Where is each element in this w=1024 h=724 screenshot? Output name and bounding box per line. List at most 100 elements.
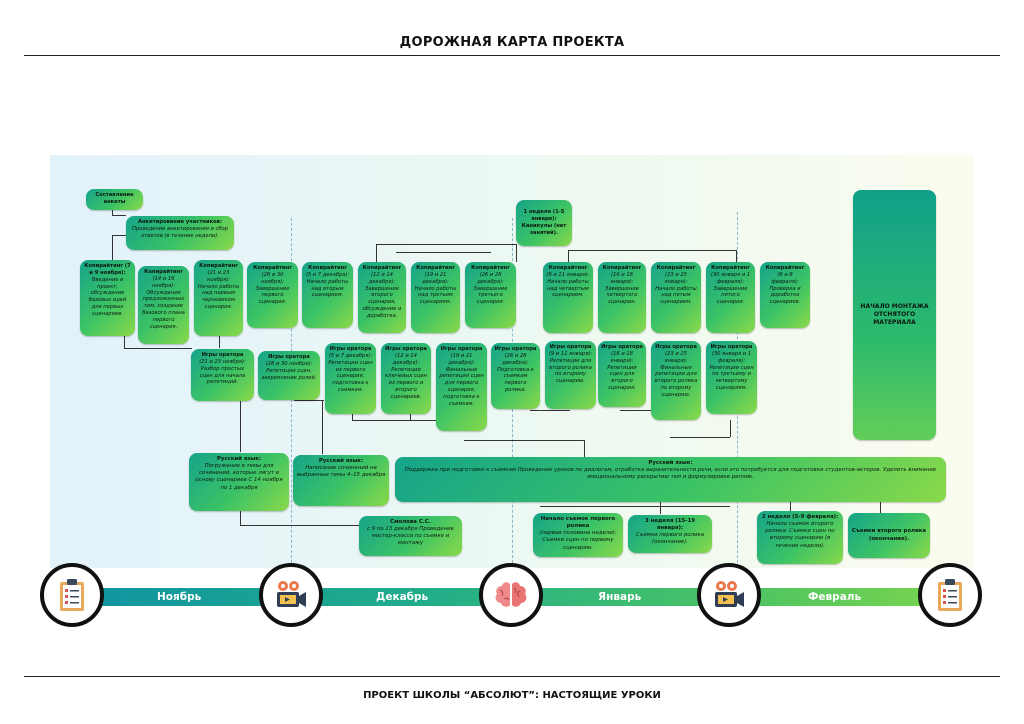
box-games-5: Игры оратора(19 и 21 декабря): Финальные… (436, 343, 487, 431)
box-title: 3 неделя (15-19 января): (644, 518, 695, 532)
connector (322, 400, 323, 454)
connector (124, 334, 125, 348)
box-title: Игры оратора (655, 344, 697, 350)
box-week2-february: 2 неделя (5-9 февраля):Начало съемок вто… (757, 511, 843, 564)
box-title: Составление анкеты (95, 192, 134, 205)
box-title: Игры оратора (710, 344, 753, 350)
box-desc: (28 и 30 ноября): Завершение первого сце… (255, 271, 290, 306)
box-smolova: Смолова С.С.с 9 по 13 декабря Проведение… (359, 516, 462, 556)
box-desc: (19 и 21 декабря): Финальные репетиции с… (439, 352, 484, 407)
box-title: Игры оратора (440, 346, 483, 352)
box-desc: (первая половина недели): Съемки сцен по… (539, 530, 617, 551)
box-title: Игры оратора (601, 344, 643, 350)
box-copywriting-7: Копирайтинг(19 и 21 декабря): Начало раб… (411, 262, 460, 333)
box-desc: (12 и 14 декабря): Репетиции ключевых сц… (385, 352, 427, 401)
box-title: Копирайтинг (416, 265, 455, 271)
box-week3-january: 3 неделя (15-19 января):Съемки первого р… (628, 515, 712, 553)
connector (790, 500, 791, 514)
footer-title: ПРОЕКТ ШКОЛЫ “АБСОЛЮТ”: НАСТОЯЩИЕ УРОКИ (363, 690, 661, 701)
month-label-november: Ноябрь (157, 591, 202, 603)
connector (568, 250, 736, 251)
connector (730, 420, 731, 437)
box-title: Копирайтинг (7 и 9 ноября): (84, 263, 131, 276)
connector (112, 209, 113, 216)
box-desc: (16 и 18 января): Репетиции сцен для вто… (607, 350, 637, 392)
box-holiday: 1 неделя (1-5 января): Каникулы (нет зан… (516, 200, 572, 246)
box-title: Копирайтинг (656, 265, 696, 271)
box-title: Копирайтинг (602, 265, 642, 271)
box-copywriting-11: Копирайтинг(23 и 25 января): Начало рабо… (651, 262, 701, 333)
timeline-node-4 (697, 563, 761, 627)
timeline-node-2 (259, 563, 323, 627)
box-desc: (16 и 18 января): Завершение четвертого … (605, 271, 639, 306)
connector (352, 420, 452, 421)
header-divider (24, 55, 1000, 56)
box-title: Копирайтинг (253, 265, 292, 271)
connector (240, 400, 241, 452)
box-desc: (21 и 23 ноября): Начало работы над перв… (197, 269, 240, 311)
box-copywriting-12: Копирайтинг(30 января и 1 февраля): Заве… (706, 262, 755, 333)
connector (352, 412, 353, 420)
box-title: Русский язык: (648, 460, 693, 466)
box-title: Смолова С.С. (390, 519, 431, 525)
connector (568, 250, 569, 262)
box-desc: (9 и 11 января): Репетиции для второго р… (548, 350, 593, 385)
box-desc: Написание сочинений на выбранные темы 4–… (296, 465, 386, 479)
box-title: Игры оратора (549, 344, 592, 350)
box-desc: Съемки первого ролика (окончание). (635, 532, 705, 546)
box-title: Русский язык: (216, 456, 262, 462)
box-copywriting-4: Копирайтинг(28 и 30 ноября): Завершение … (247, 262, 298, 328)
box-russian-2: Русский язык:Написание сочинений на выбр… (293, 455, 389, 506)
box-desc: Поддержка при подготовке к съемкам Прове… (404, 467, 937, 481)
box-shoot-second: Съемки второго ролика (окончание). (848, 513, 930, 558)
box-title: Копирайтинг (765, 265, 805, 271)
box-copywriting-5: Копирайтинг(5 и 7 декабря): Начало работ… (302, 262, 353, 328)
connector (540, 506, 730, 507)
footer-divider (24, 676, 1000, 677)
box-title: Игры оратора (268, 354, 310, 360)
box-title: Копирайтинг (144, 269, 183, 275)
box-desc: с 9 по 13 декабря Проведение мастер-клас… (367, 526, 454, 547)
connector (240, 525, 360, 526)
connector (410, 412, 411, 420)
box-survey: Составление анкеты (86, 189, 143, 210)
box-shoot-first: Начало съемок первого ролика(первая поло… (533, 513, 623, 557)
connector (516, 244, 517, 262)
box-desc: (5 и 7 декабря): Начало работы над вторы… (305, 271, 350, 299)
box-desc: (30 января и 1 февраля): Завершение пято… (710, 271, 751, 306)
month-label-february: Февраль (808, 591, 862, 603)
box-desc: Проведение анкетирования и сбор ответов … (131, 225, 229, 239)
video-camera-icon (277, 581, 306, 607)
box-desc: (23 и 25 января): Финальные репетиции дл… (654, 350, 698, 399)
box-copywriting-9: Копирайтинг(9 и 11 января): Начало работ… (543, 262, 593, 333)
box-title: Игры оратора (329, 346, 372, 352)
connector (880, 500, 881, 514)
month-label-december: Декабрь (376, 591, 429, 603)
connector (112, 235, 126, 236)
box-russian-3: Русский язык:Поддержка при подготовке к … (395, 457, 946, 502)
page-title: ДОРОЖНАЯ КАРТА ПРОЕКТА (399, 35, 625, 50)
box-desc: (5 и 7 декабря): Репетиции сцен из перво… (328, 352, 373, 394)
box-desc: (23 и 25 января): Начало работы над пяты… (655, 271, 697, 306)
connector (112, 215, 126, 216)
video-camera-icon (715, 581, 744, 607)
box-title: 1 неделя (1-5 января): Каникулы (нет зан… (521, 209, 567, 236)
connector (660, 500, 661, 514)
box-games-9: Игры оратора(23 и 25 января): Финальные … (651, 341, 701, 420)
box-title: Копирайтинг (362, 265, 402, 271)
box-title: Начало съемок первого ролика (540, 516, 616, 530)
box-title: Копирайтинг (199, 263, 238, 269)
box-desc: Погружение в темы для сочинений, которые… (195, 463, 283, 491)
box-games-10: Игры оратора(30 января и 1 февраля): Реп… (706, 341, 757, 414)
box-desc: (28 и 30 ноября): Репетиции сцен, закреп… (261, 360, 317, 381)
connector (584, 440, 585, 458)
box-title: Копирайтинг (471, 265, 510, 271)
box-desc: (26 и 28 декабря): Подготовка к съемкам … (497, 352, 534, 394)
connector (219, 334, 220, 348)
box-title: Русский язык: (318, 458, 364, 464)
timeline-node-1 (40, 563, 104, 627)
box-desc: (9 и 11 января): Начало работы над четве… (546, 271, 590, 299)
box-desc: (21 и 23 ноября): Разбор простых сцен дл… (199, 358, 246, 386)
timeline-node-5 (918, 563, 982, 627)
connector (376, 244, 516, 245)
